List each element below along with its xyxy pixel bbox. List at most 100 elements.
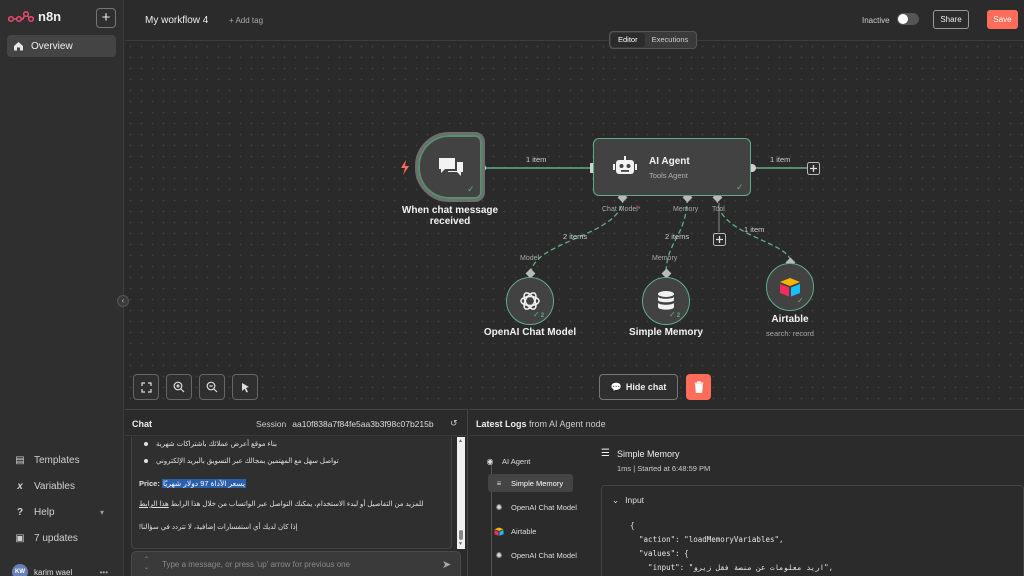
add-tool-plus-icon[interactable] bbox=[713, 233, 726, 246]
sidebar-item-templates[interactable]: ▤ Templates bbox=[0, 447, 124, 473]
sidebar-item-variables[interactable]: x Variables bbox=[0, 473, 124, 499]
more-icon[interactable]: ••• bbox=[99, 567, 108, 576]
price-text: يسعر الآداة 97 دولار شهريًا bbox=[161, 479, 246, 488]
reset-session-icon[interactable]: ↺ bbox=[450, 418, 458, 428]
bot-message: بناء موقع أعرض عملائك باشتراكات شهرية تو… bbox=[131, 437, 452, 549]
sidebar-bottom: ▤ Templates x Variables ? Help ▾ ▣ 7 upd… bbox=[0, 447, 124, 551]
logo[interactable]: n8n bbox=[8, 9, 61, 24]
price-line: Price: يسعر الآداة 97 دولار شهريًا bbox=[139, 479, 246, 488]
share-button[interactable]: Share bbox=[933, 10, 969, 29]
edge-tool bbox=[716, 197, 792, 264]
success-check-icon: ✓ bbox=[736, 182, 744, 192]
add-tag-link[interactable]: + Add tag bbox=[229, 16, 264, 25]
send-icon[interactable]: ➤ bbox=[442, 559, 452, 571]
history-stepper-icon[interactable]: ⌃⌄ bbox=[144, 557, 150, 571]
model-node-port-label: Model bbox=[520, 255, 540, 262]
node-ai-agent[interactable]: AI Agent Tools Agent ✓ bbox=[593, 138, 751, 196]
logs-title: Latest Logs from AI Agent node bbox=[476, 419, 606, 429]
agent-subtitle: Tools Agent bbox=[649, 171, 688, 180]
sidebar-item-help[interactable]: ? Help ▾ bbox=[0, 499, 124, 525]
airtable-node-subtitle: search: record bbox=[766, 329, 814, 338]
user-menu[interactable]: KW karim wael ••• bbox=[0, 562, 124, 576]
sidebar-item-label: Overview bbox=[31, 40, 73, 52]
chat-messages[interactable]: بناء موقع أعرض عملائك باشتراكات شهرية تو… bbox=[131, 437, 461, 549]
log-detail-meta: 1ms | Started at 6:48:59 PM bbox=[617, 464, 711, 473]
tab-editor[interactable]: Editor bbox=[611, 33, 645, 47]
port-label-tool: Tool bbox=[712, 206, 725, 213]
tree-item-label: OpenAI Chat Model bbox=[511, 550, 577, 560]
tree-item-openai-chat-model-2[interactable]: ✺ OpenAI Chat Model bbox=[488, 546, 577, 564]
node-openai-chat-model[interactable]: ✓2 bbox=[506, 277, 554, 325]
logs-title-suffix: from AI Agent node bbox=[529, 419, 606, 429]
tree-item-openai-chat-model[interactable]: ✺ OpenAI Chat Model bbox=[488, 498, 577, 516]
tree-item-airtable[interactable]: Airtable bbox=[488, 522, 536, 540]
tidy-up-button[interactable] bbox=[232, 374, 258, 400]
port-label-chat-model: Chat Model* bbox=[602, 206, 641, 213]
openai-icon: ✺ bbox=[495, 502, 503, 512]
zoom-out-icon bbox=[206, 381, 218, 393]
chat-bubbles-icon bbox=[439, 158, 463, 176]
scroll-thumb[interactable] bbox=[459, 530, 463, 540]
zoom-in-icon bbox=[173, 381, 185, 393]
node-simple-memory[interactable]: ✓2 bbox=[642, 277, 690, 325]
workflow-title[interactable]: My workflow 4 bbox=[145, 15, 209, 26]
delete-execution-button[interactable] bbox=[686, 374, 711, 400]
sidebar-item-overview[interactable]: Overview bbox=[7, 35, 116, 57]
trigger-label-line1: When chat message bbox=[401, 205, 499, 216]
zoom-out-button[interactable] bbox=[199, 374, 225, 400]
airtable-icon bbox=[494, 526, 504, 536]
logs-panel: Latest Logs from AI Agent node ◉ AI Agen… bbox=[469, 409, 1024, 576]
more-info-text: للمزيد من التفاصيل أو لبدء الاستخدام، يم… bbox=[170, 501, 424, 508]
logs-title-prefix: Latest Logs bbox=[476, 419, 527, 429]
hide-chat-button[interactable]: 💬 Hide chat bbox=[599, 374, 678, 400]
tree-item-ai-agent[interactable]: ◉ AI Agent bbox=[479, 452, 531, 470]
bullet-icon bbox=[144, 459, 148, 464]
create-button[interactable]: + bbox=[96, 8, 116, 28]
node-chat-trigger[interactable]: ✓ bbox=[415, 132, 485, 202]
memory-node-label: Simple Memory bbox=[629, 327, 703, 338]
scroll-up-icon[interactable]: ▲ bbox=[458, 438, 463, 444]
view-tabs: Editor Executions bbox=[609, 31, 698, 49]
price-label: Price: bbox=[139, 479, 160, 488]
zoom-in-button[interactable] bbox=[166, 374, 192, 400]
scroll-down-icon[interactable]: ▼ bbox=[458, 541, 463, 547]
sidebar-item-updates[interactable]: ▣ 7 updates bbox=[0, 525, 124, 551]
toggle-knob bbox=[898, 14, 908, 24]
input-section-label: Input bbox=[625, 495, 645, 505]
log-detail-title: ☰ Simple Memory bbox=[601, 448, 680, 459]
whatsapp-link[interactable]: هذا الرابط bbox=[139, 501, 169, 508]
tree-connector bbox=[491, 459, 492, 576]
workflow-canvas[interactable]: ✓ When chat message received 1 item AI A… bbox=[125, 41, 1024, 408]
add-node-plus-icon[interactable] bbox=[807, 162, 820, 175]
session-id[interactable]: aa10f838a7f84fe5aa3b3f98c07b215b bbox=[292, 419, 434, 429]
templates-icon: ▤ bbox=[15, 454, 25, 466]
log-detail-title-text: Simple Memory bbox=[617, 449, 680, 459]
run-count: 2 bbox=[676, 313, 681, 319]
connections bbox=[478, 163, 807, 279]
save-button[interactable]: Save bbox=[987, 10, 1018, 29]
bullet-icon bbox=[144, 442, 148, 447]
home-icon bbox=[14, 42, 23, 51]
chat-input[interactable] bbox=[162, 557, 432, 571]
input-section-header[interactable]: ⌄Input bbox=[612, 495, 644, 506]
tree-item-label: OpenAI Chat Model bbox=[511, 502, 577, 512]
chat-scrollbar[interactable]: ▲ ▼ bbox=[457, 437, 465, 549]
tree-item-simple-memory[interactable]: ≡ Simple Memory bbox=[488, 474, 573, 492]
active-toggle[interactable] bbox=[897, 13, 919, 25]
tab-executions[interactable]: Executions bbox=[651, 35, 689, 44]
node-airtable[interactable]: ✓ bbox=[766, 263, 814, 311]
chat-icon: 💬 bbox=[610, 381, 622, 392]
n8n-logo-icon bbox=[8, 10, 34, 22]
agent-input-port bbox=[590, 163, 594, 173]
edge-label-model: 2 items bbox=[563, 232, 588, 241]
fit-view-button[interactable] bbox=[133, 374, 159, 400]
success-check-icon: ✓ bbox=[467, 184, 475, 194]
avatar: KW bbox=[12, 564, 28, 576]
model-node-port bbox=[525, 268, 536, 279]
logs-tree: ◉ AI Agent ≡ Simple Memory ✺ OpenAI Chat… bbox=[469, 437, 584, 576]
trigger-bolt-icon bbox=[401, 160, 409, 175]
collapse-sidebar-button[interactable]: ‹ bbox=[117, 295, 129, 307]
